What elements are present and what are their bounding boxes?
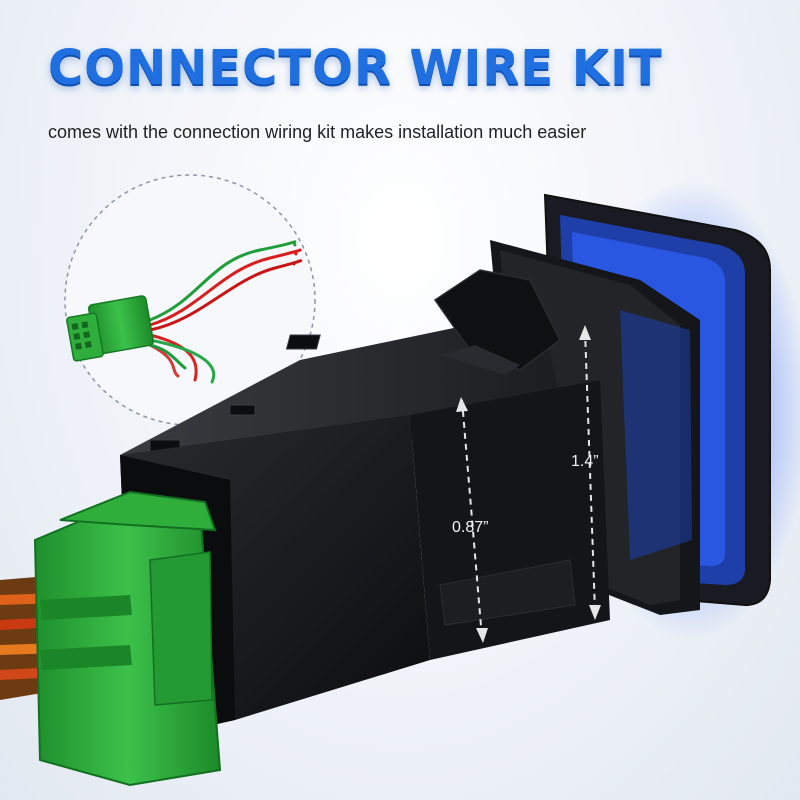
height-dimension-label: 1.4”: [571, 453, 599, 470]
wire-harness-image: [148, 240, 303, 384]
connector-plug: [0, 490, 222, 787]
height-dimension-line: [579, 325, 601, 620]
inset-circle: [64, 174, 316, 426]
width-dimension-label: 0.87”: [452, 519, 488, 536]
subheadline: comes with the connection wiring kit mak…: [48, 122, 587, 142]
width-dimension-line: [456, 397, 488, 643]
mini-connector: [66, 295, 155, 362]
headline: CONNECTOR WIRE KIT: [48, 40, 663, 96]
